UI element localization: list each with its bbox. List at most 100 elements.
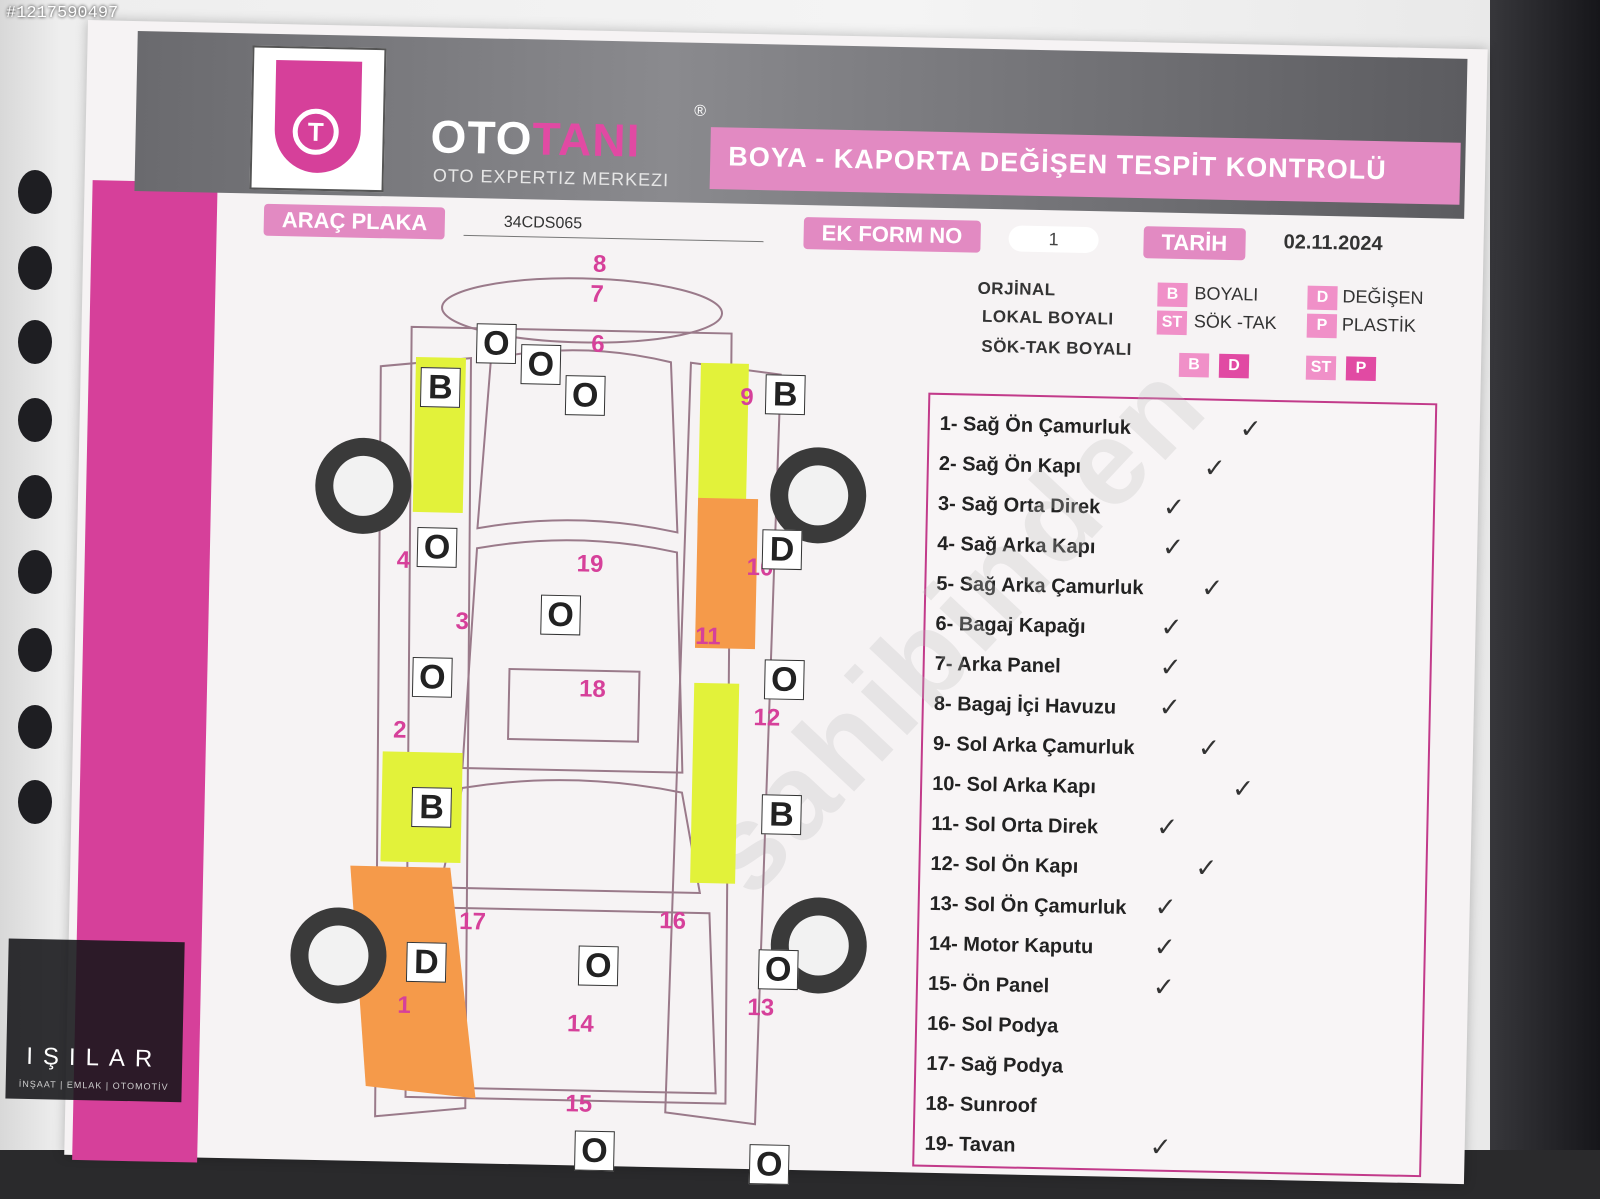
condition-mark: B — [764, 374, 806, 416]
part-check: ✓ — [1231, 773, 1255, 804]
part-label: 11- Sol Orta Direk — [931, 812, 1099, 839]
condition-mark: O — [757, 949, 799, 991]
part-number: 8 — [592, 250, 607, 278]
legend-d-box: D — [1307, 285, 1338, 311]
legend-soktak-boyali: SÖK-TAK BOYALI — [981, 336, 1133, 359]
part-label: 14- Motor Kaputu — [928, 932, 1094, 959]
part-label: 15- Ön Panel — [927, 972, 1050, 998]
condition-mark: O — [475, 323, 517, 365]
plate-value: 34CDS065 — [503, 213, 583, 233]
part-check: ✓ — [1197, 732, 1221, 763]
part-number: 3 — [455, 607, 470, 636]
punch-hole — [18, 628, 52, 672]
part-number: 6 — [591, 330, 605, 358]
part-label: 17- Sağ Podya — [926, 1052, 1064, 1078]
form-no-label: EK FORM NO — [803, 217, 981, 253]
logo-shield: T — [273, 59, 363, 174]
legend-lokal: LOKAL BOYALI — [981, 306, 1114, 329]
punch-hole — [18, 246, 52, 290]
condition-mark: O — [416, 527, 458, 568]
condition-mark: B — [411, 786, 453, 828]
part-number: 19 — [576, 550, 604, 578]
part-number: 15 — [565, 1090, 593, 1118]
condition-mark: O — [520, 344, 562, 385]
part-check: ✓ — [1201, 572, 1224, 603]
legend-row-d: D — [1218, 353, 1250, 379]
part-number: 17 — [458, 907, 487, 936]
part-label: 13- Sol Ön Çamurluk — [929, 892, 1127, 919]
part-check: ✓ — [1149, 1131, 1172, 1162]
plate-label: ARAÇ PLAKA — [263, 203, 446, 240]
part-number: 4 — [396, 546, 411, 574]
part-number: 13 — [747, 994, 775, 1022]
form-title: BOYA - KAPORTA DEĞİŞEN TESPİT KONTROLÜ — [727, 141, 1387, 186]
part-number: 18 — [578, 675, 607, 703]
punch-holes — [18, 150, 58, 1150]
part-check: ✓ — [1161, 531, 1185, 563]
part-check: ✓ — [1239, 413, 1262, 444]
legend-row-p: P — [1345, 356, 1377, 382]
part-number: 12 — [753, 704, 781, 732]
part-check: ✓ — [1158, 691, 1181, 723]
condition-mark: O — [574, 1130, 615, 1172]
part-check: ✓ — [1154, 891, 1177, 922]
form-no-value: 1 — [1008, 225, 1099, 254]
part-check: ✓ — [1160, 611, 1183, 643]
brand-name: OTOTANI — [430, 110, 641, 167]
part-check: ✓ — [1159, 651, 1182, 683]
legend-st-text: SÖK -TAK — [1193, 311, 1277, 333]
ototani-logo: T — [249, 45, 387, 193]
condition-mark: O — [540, 594, 582, 636]
punch-hole — [18, 705, 52, 749]
legend-b-text: BOYALI — [1194, 283, 1259, 305]
condition-mark: O — [763, 659, 805, 701]
punch-hole — [18, 398, 52, 442]
date-value: 02.11.2024 — [1283, 231, 1383, 256]
part-label: 16- Sol Podya — [926, 1012, 1059, 1038]
part-label: 9- Sol Arka Çamurluk — [932, 732, 1135, 760]
part-number: 11 — [694, 622, 721, 651]
part-number: 16 — [658, 907, 687, 935]
part-label: 10- Sol Arka Kapı — [931, 772, 1097, 799]
punch-hole — [18, 550, 52, 594]
inspection-form: T OTOTANI ® OTO EXPERTIZ MERKEZI BOYA - … — [5, 20, 1488, 1185]
listing-id: #1217590497 — [6, 4, 119, 23]
part-number: 14 — [566, 1010, 595, 1038]
condition-mark: O — [564, 375, 606, 416]
date-label: TARİH — [1143, 226, 1246, 261]
punch-hole — [18, 320, 52, 364]
legend-b-box: B — [1157, 282, 1188, 308]
legend-st-box: ST — [1156, 310, 1188, 336]
condition-mark: B — [761, 794, 802, 836]
part-label: 18- Sunroof — [925, 1092, 1037, 1118]
part-check: ✓ — [1195, 852, 1218, 883]
part-check: ✓ — [1156, 811, 1179, 843]
part-number: 2 — [392, 716, 407, 744]
legend-d-text: DEĞİŞEN — [1342, 286, 1424, 309]
part-check: ✓ — [1203, 452, 1226, 483]
part-number: 9 — [739, 383, 754, 412]
legend-p-text: PLASTİK — [1341, 314, 1417, 336]
legend-row-st: ST — [1305, 355, 1337, 381]
condition-mark: O — [748, 1144, 790, 1185]
part-number: 7 — [590, 280, 605, 308]
badge-sub: İNŞAAT | EMLAK | OTOMOTİV — [18, 1078, 169, 1092]
legend-orjinal: ORJİNAL — [977, 278, 1056, 300]
condition-mark: O — [577, 945, 619, 987]
badge-name: IŞILAR — [25, 1042, 163, 1073]
part-check: ✓ — [1152, 971, 1176, 1002]
isilar-badge: IŞILAR İNŞAAT | EMLAK | OTOMOTİV — [5, 938, 185, 1103]
part-number: 1 — [397, 991, 412, 1019]
registered-mark: ® — [694, 102, 707, 120]
background-dark — [1480, 0, 1600, 1150]
punch-hole — [18, 170, 52, 214]
punch-hole — [18, 780, 52, 824]
legend-p-box: P — [1306, 313, 1338, 339]
condition-mark: D — [405, 941, 447, 983]
condition-mark: O — [411, 656, 453, 698]
condition-mark: D — [761, 529, 803, 571]
legend-row-b: B — [1178, 352, 1210, 378]
punch-hole — [18, 475, 52, 519]
